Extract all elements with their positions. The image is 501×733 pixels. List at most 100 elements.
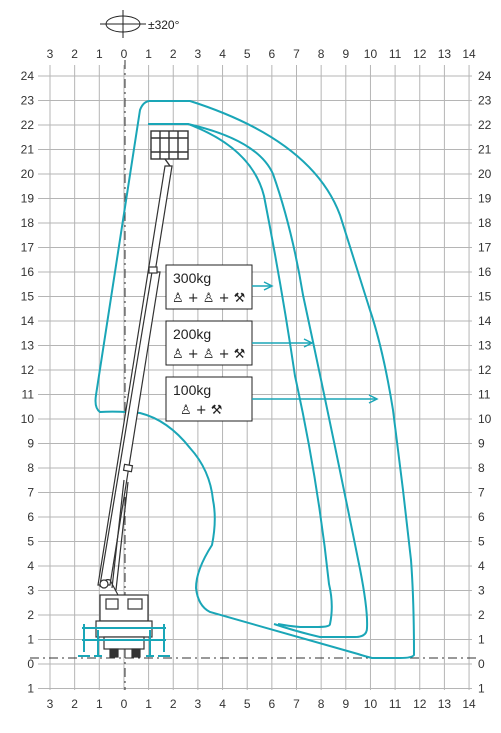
tick-label: 24 [478, 69, 492, 83]
tick-label: 5 [244, 47, 251, 61]
tick-label: 1 [478, 633, 485, 647]
tick-label: 11 [478, 388, 491, 402]
tick-label: 6 [269, 697, 276, 711]
tick-label: 9 [342, 697, 349, 711]
rotation-indicator: ±320° [100, 10, 180, 38]
load-weight: 200kg [173, 326, 211, 342]
tick-label: 0 [121, 47, 128, 61]
grid [38, 65, 472, 690]
envelope-200kg [148, 123, 369, 638]
tick-label: 2 [27, 608, 34, 622]
tick-label: 6 [27, 510, 34, 524]
tick-label: 23 [21, 94, 35, 108]
tick-label: 3 [47, 697, 54, 711]
arrow-icon [368, 394, 379, 404]
tick-label: 20 [21, 167, 35, 181]
tick-label: 5 [478, 535, 485, 549]
load-weight: 300kg [173, 270, 211, 286]
tick-label: 12 [413, 697, 427, 711]
tick-label: 13 [21, 339, 35, 353]
tick-label: 9 [342, 47, 349, 61]
tick-label: 1 [145, 47, 152, 61]
tick-label: 4 [219, 47, 226, 61]
load-box-300kg: 300kg ♙ + ♙ + ⚒ [165, 264, 274, 310]
tick-label: 23 [478, 94, 492, 108]
tick-label: 21 [21, 143, 35, 157]
tick-label: 8 [478, 461, 485, 475]
tick-label: 9 [27, 437, 34, 451]
telescopic-boom [97, 165, 173, 591]
tick-label: 13 [478, 339, 492, 353]
tick-label: 12 [478, 363, 492, 377]
tick-label: 17 [478, 241, 492, 255]
envelope-300kg [187, 123, 333, 628]
tick-label: 3 [47, 47, 54, 61]
load-crew: ♙ + ♙ + ⚒ [172, 291, 245, 306]
tick-label: 7 [478, 486, 485, 500]
outriggers [78, 624, 170, 657]
tick-label: 0 [27, 657, 34, 671]
tick-label: 3 [195, 697, 202, 711]
tick-label: 3 [195, 47, 202, 61]
tick-label: 13 [438, 697, 452, 711]
tick-label: 13 [438, 47, 452, 61]
tick-label: 15 [21, 290, 35, 304]
tick-label: 22 [478, 118, 492, 132]
tick-label: 5 [27, 535, 34, 549]
tick-label: 7 [27, 486, 34, 500]
tick-label: 24 [21, 69, 35, 83]
load-weight: 100kg [173, 382, 211, 398]
tick-label: 6 [269, 47, 276, 61]
tick-label: 12 [21, 363, 35, 377]
arrow-icon [263, 281, 274, 291]
tick-label: 6 [478, 510, 485, 524]
load-box-100kg: 100kg ♙ + ⚒ [165, 376, 379, 422]
tick-label: 2 [71, 47, 78, 61]
tick-label: 14 [462, 47, 476, 61]
tick-label: 5 [244, 697, 251, 711]
load-crew: ♙ + ♙ + ⚒ [172, 347, 245, 362]
tick-label: 1 [96, 47, 103, 61]
tick-label: 2 [478, 608, 485, 622]
tick-label: 0 [121, 697, 128, 711]
y-axis-right: 2423222120191817161514131211109876543210… [478, 69, 492, 696]
tick-label: 1 [478, 682, 485, 696]
tick-label: 4 [219, 697, 226, 711]
tick-label: 1 [96, 697, 103, 711]
tick-label: 2 [71, 697, 78, 711]
tick-label: 8 [27, 461, 34, 475]
tick-label: 20 [478, 167, 492, 181]
tick-label: 3 [478, 584, 485, 598]
tick-label: 12 [413, 47, 427, 61]
tick-label: 10 [364, 47, 378, 61]
tick-label: 18 [478, 216, 492, 230]
tick-label: 14 [462, 697, 476, 711]
work-basket [150, 130, 189, 167]
tick-label: 16 [478, 265, 492, 279]
tick-label: 17 [21, 241, 35, 255]
tick-label: 14 [21, 314, 35, 328]
tick-label: 7 [293, 697, 300, 711]
tick-label: 10 [364, 697, 378, 711]
tick-label: 1 [27, 682, 34, 696]
tick-label: 8 [318, 47, 325, 61]
arrow-icon [303, 338, 314, 348]
tick-label: 4 [478, 559, 485, 573]
load-crew: ♙ + ⚒ [180, 403, 222, 418]
tick-label: 18 [21, 216, 35, 230]
load-box-200kg: 200kg ♙ + ♙ + ⚒ [165, 320, 314, 366]
tick-label: 14 [478, 314, 492, 328]
y-axis-left: 2423222120191817161514131211109876543210… [21, 69, 35, 696]
tick-label: 0 [478, 657, 485, 671]
tick-label: 16 [21, 265, 35, 279]
tick-label: 1 [145, 697, 152, 711]
rotation-label: ±320° [148, 18, 180, 32]
tick-label: 10 [21, 412, 35, 426]
tick-label: 10 [478, 412, 492, 426]
tick-label: 2 [170, 697, 177, 711]
tick-label: 7 [293, 47, 300, 61]
tick-label: 21 [478, 143, 492, 157]
